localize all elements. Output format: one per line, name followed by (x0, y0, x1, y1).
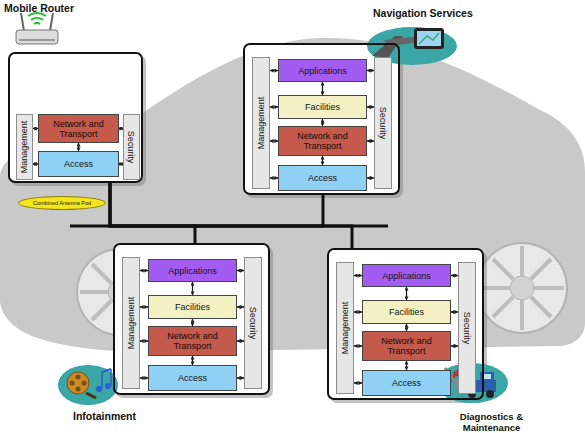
network-layer: Network and Transport (362, 331, 451, 361)
facilities-layer: Facilities (362, 300, 451, 324)
management-bar: Management (252, 57, 270, 189)
security-bar: Security (244, 257, 262, 389)
layer-label: Security (248, 307, 258, 340)
layer-connector (451, 345, 458, 346)
network-layer: Network and Transport (148, 326, 237, 356)
layer-label: Access (306, 173, 339, 183)
layer-connector (354, 311, 362, 312)
layer-label: Network and Transport (39, 119, 118, 139)
layer-label: Security (378, 107, 388, 140)
access-layer: Access (278, 165, 367, 191)
bus-connector (110, 183, 352, 248)
layer-connector (140, 306, 148, 307)
layer-label: Applications (296, 66, 349, 76)
infotainment-icon (58, 365, 118, 405)
its-station-box: Navigation ServicesManagementApplication… (243, 43, 400, 195)
layer-connector (140, 377, 148, 378)
its-station-box: Mobile RouterManagementNetwork and Trans… (8, 52, 143, 183)
applications-layer: Applications (362, 264, 451, 287)
layer-connector (406, 287, 407, 300)
antenna-pod: Combined Antenna Pod (18, 196, 106, 210)
layer-connector (270, 70, 278, 71)
layer-connector (354, 275, 362, 276)
layer-label: Security (127, 131, 137, 164)
layer-label: Management (126, 297, 136, 350)
layer-label: Access (390, 378, 423, 388)
module-heading: Diagnostics & Maintenance (444, 411, 539, 433)
layer-label: Management (20, 121, 30, 174)
layer-label: Facilities (173, 302, 212, 312)
layer-connector (354, 345, 362, 346)
security-bar: Security (374, 57, 392, 189)
layer-label: Network and Transport (149, 331, 236, 351)
layer-label: Applications (380, 271, 433, 281)
layer-label: Management (340, 302, 350, 355)
layer-connector (192, 282, 193, 295)
module-fill (113, 243, 270, 395)
layer-connector (354, 382, 362, 383)
management-bar: Management (336, 262, 354, 394)
layer-connector (237, 306, 244, 307)
applications-layer: Applications (148, 259, 237, 282)
layer-label: Security (462, 312, 472, 345)
module-fill (243, 43, 400, 195)
layer-label: Access (176, 373, 209, 383)
layer-label: Applications (166, 266, 219, 276)
management-bar: Management (16, 114, 33, 180)
module-fill (8, 52, 143, 183)
module-heading: Mobile Router (4, 2, 104, 14)
its-station-box: InfotainmentManagementApplicationsFacili… (113, 243, 270, 395)
router-icon (16, 13, 58, 44)
layer-connector (406, 324, 407, 331)
layer-connector (367, 177, 374, 178)
module-heading: Infotainment (73, 410, 163, 422)
access-layer: Access (148, 365, 237, 391)
security-bar: Security (123, 114, 140, 180)
layer-connector (192, 319, 193, 326)
layer-connector (367, 106, 374, 107)
network-layer: Network and Transport (38, 114, 119, 143)
layer-connector (451, 275, 458, 276)
rear-wheel (477, 243, 567, 333)
layer-label: Network and Transport (363, 336, 450, 356)
module-heading: Navigation Services (373, 7, 493, 19)
access-layer: Access (38, 151, 119, 177)
layer-label: Facilities (303, 102, 342, 112)
its-station-box: Diagnostics & MaintenanceManagementAppli… (327, 248, 484, 400)
layer-label: Facilities (387, 307, 426, 317)
layer-connector (270, 106, 278, 107)
security-bar: Security (458, 262, 476, 394)
bus-connector (110, 183, 195, 243)
layer-connector (237, 340, 244, 341)
layer-connector (406, 361, 407, 370)
layer-connector (270, 140, 278, 141)
layer-connector (140, 270, 148, 271)
module-fill (327, 248, 484, 400)
layer-connector (78, 143, 79, 151)
layer-connector (367, 70, 374, 71)
layer-label: Network and Transport (279, 131, 366, 151)
layer-label: Management (256, 97, 266, 150)
layer-connector (322, 119, 323, 126)
car-body (0, 38, 585, 352)
layer-label: Access (62, 159, 95, 169)
layer-connector (367, 140, 374, 141)
layer-connector (322, 156, 323, 165)
layer-connector (140, 340, 148, 341)
layer-connector (322, 82, 323, 95)
layer-connector (237, 270, 244, 271)
layer-connector (237, 377, 244, 378)
facilities-layer: Facilities (278, 95, 367, 119)
layer-connector (451, 311, 458, 312)
layer-label: Combined Antenna Pod (33, 200, 91, 206)
applications-layer: Applications (278, 59, 367, 82)
facilities-layer: Facilities (148, 295, 237, 319)
management-bar: Management (122, 257, 140, 389)
network-layer: Network and Transport (278, 126, 367, 156)
access-layer: Access (362, 370, 451, 396)
layer-connector (270, 177, 278, 178)
layer-connector (192, 356, 193, 365)
